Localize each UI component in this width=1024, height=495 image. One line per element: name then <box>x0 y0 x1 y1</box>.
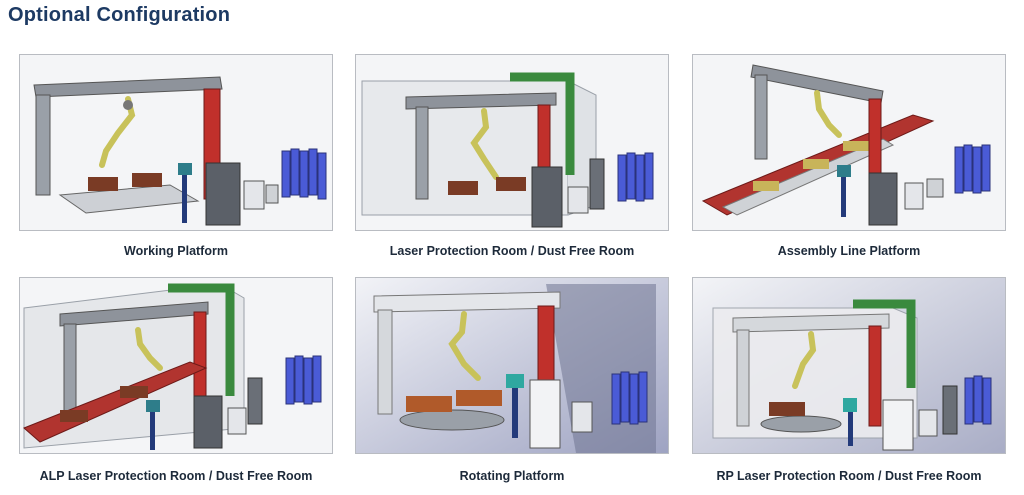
alp-laser-protection-room-image <box>19 277 333 454</box>
caption-working-platform: Working Platform <box>124 244 228 258</box>
caption-rp-laser-protection-room: RP Laser Protection Room / Dust Free Roo… <box>716 469 982 483</box>
config-card-rotating-platform[interactable]: Rotating Platform <box>355 277 669 483</box>
caption-laser-protection-room: Laser Protection Room / Dust Free Room <box>389 244 635 258</box>
working-platform-image <box>19 54 333 231</box>
caption-alp-laser-protection-room: ALP Laser Protection Room / Dust Free Ro… <box>39 469 313 483</box>
rp-laser-protection-room-image <box>692 277 1006 454</box>
rotating-platform-image <box>355 277 669 454</box>
config-card-alp-laser-protection-room[interactable]: ALP Laser Protection Room / Dust Free Ro… <box>19 277 333 483</box>
caption-assembly-line-platform: Assembly Line Platform <box>777 244 921 258</box>
config-card-assembly-line-platform[interactable]: Assembly Line Platform <box>692 54 1006 258</box>
config-card-working-platform[interactable]: Working Platform <box>19 54 333 258</box>
assembly-line-platform-image <box>692 54 1006 231</box>
config-card-laser-protection-room[interactable]: Laser Protection Room / Dust Free Room <box>355 54 669 258</box>
laser-protection-room-image <box>355 54 669 231</box>
page-title: Optional Configuration <box>8 4 231 26</box>
caption-rotating-platform: Rotating Platform <box>459 469 565 483</box>
config-card-rp-laser-protection-room[interactable]: RP Laser Protection Room / Dust Free Roo… <box>692 277 1006 483</box>
